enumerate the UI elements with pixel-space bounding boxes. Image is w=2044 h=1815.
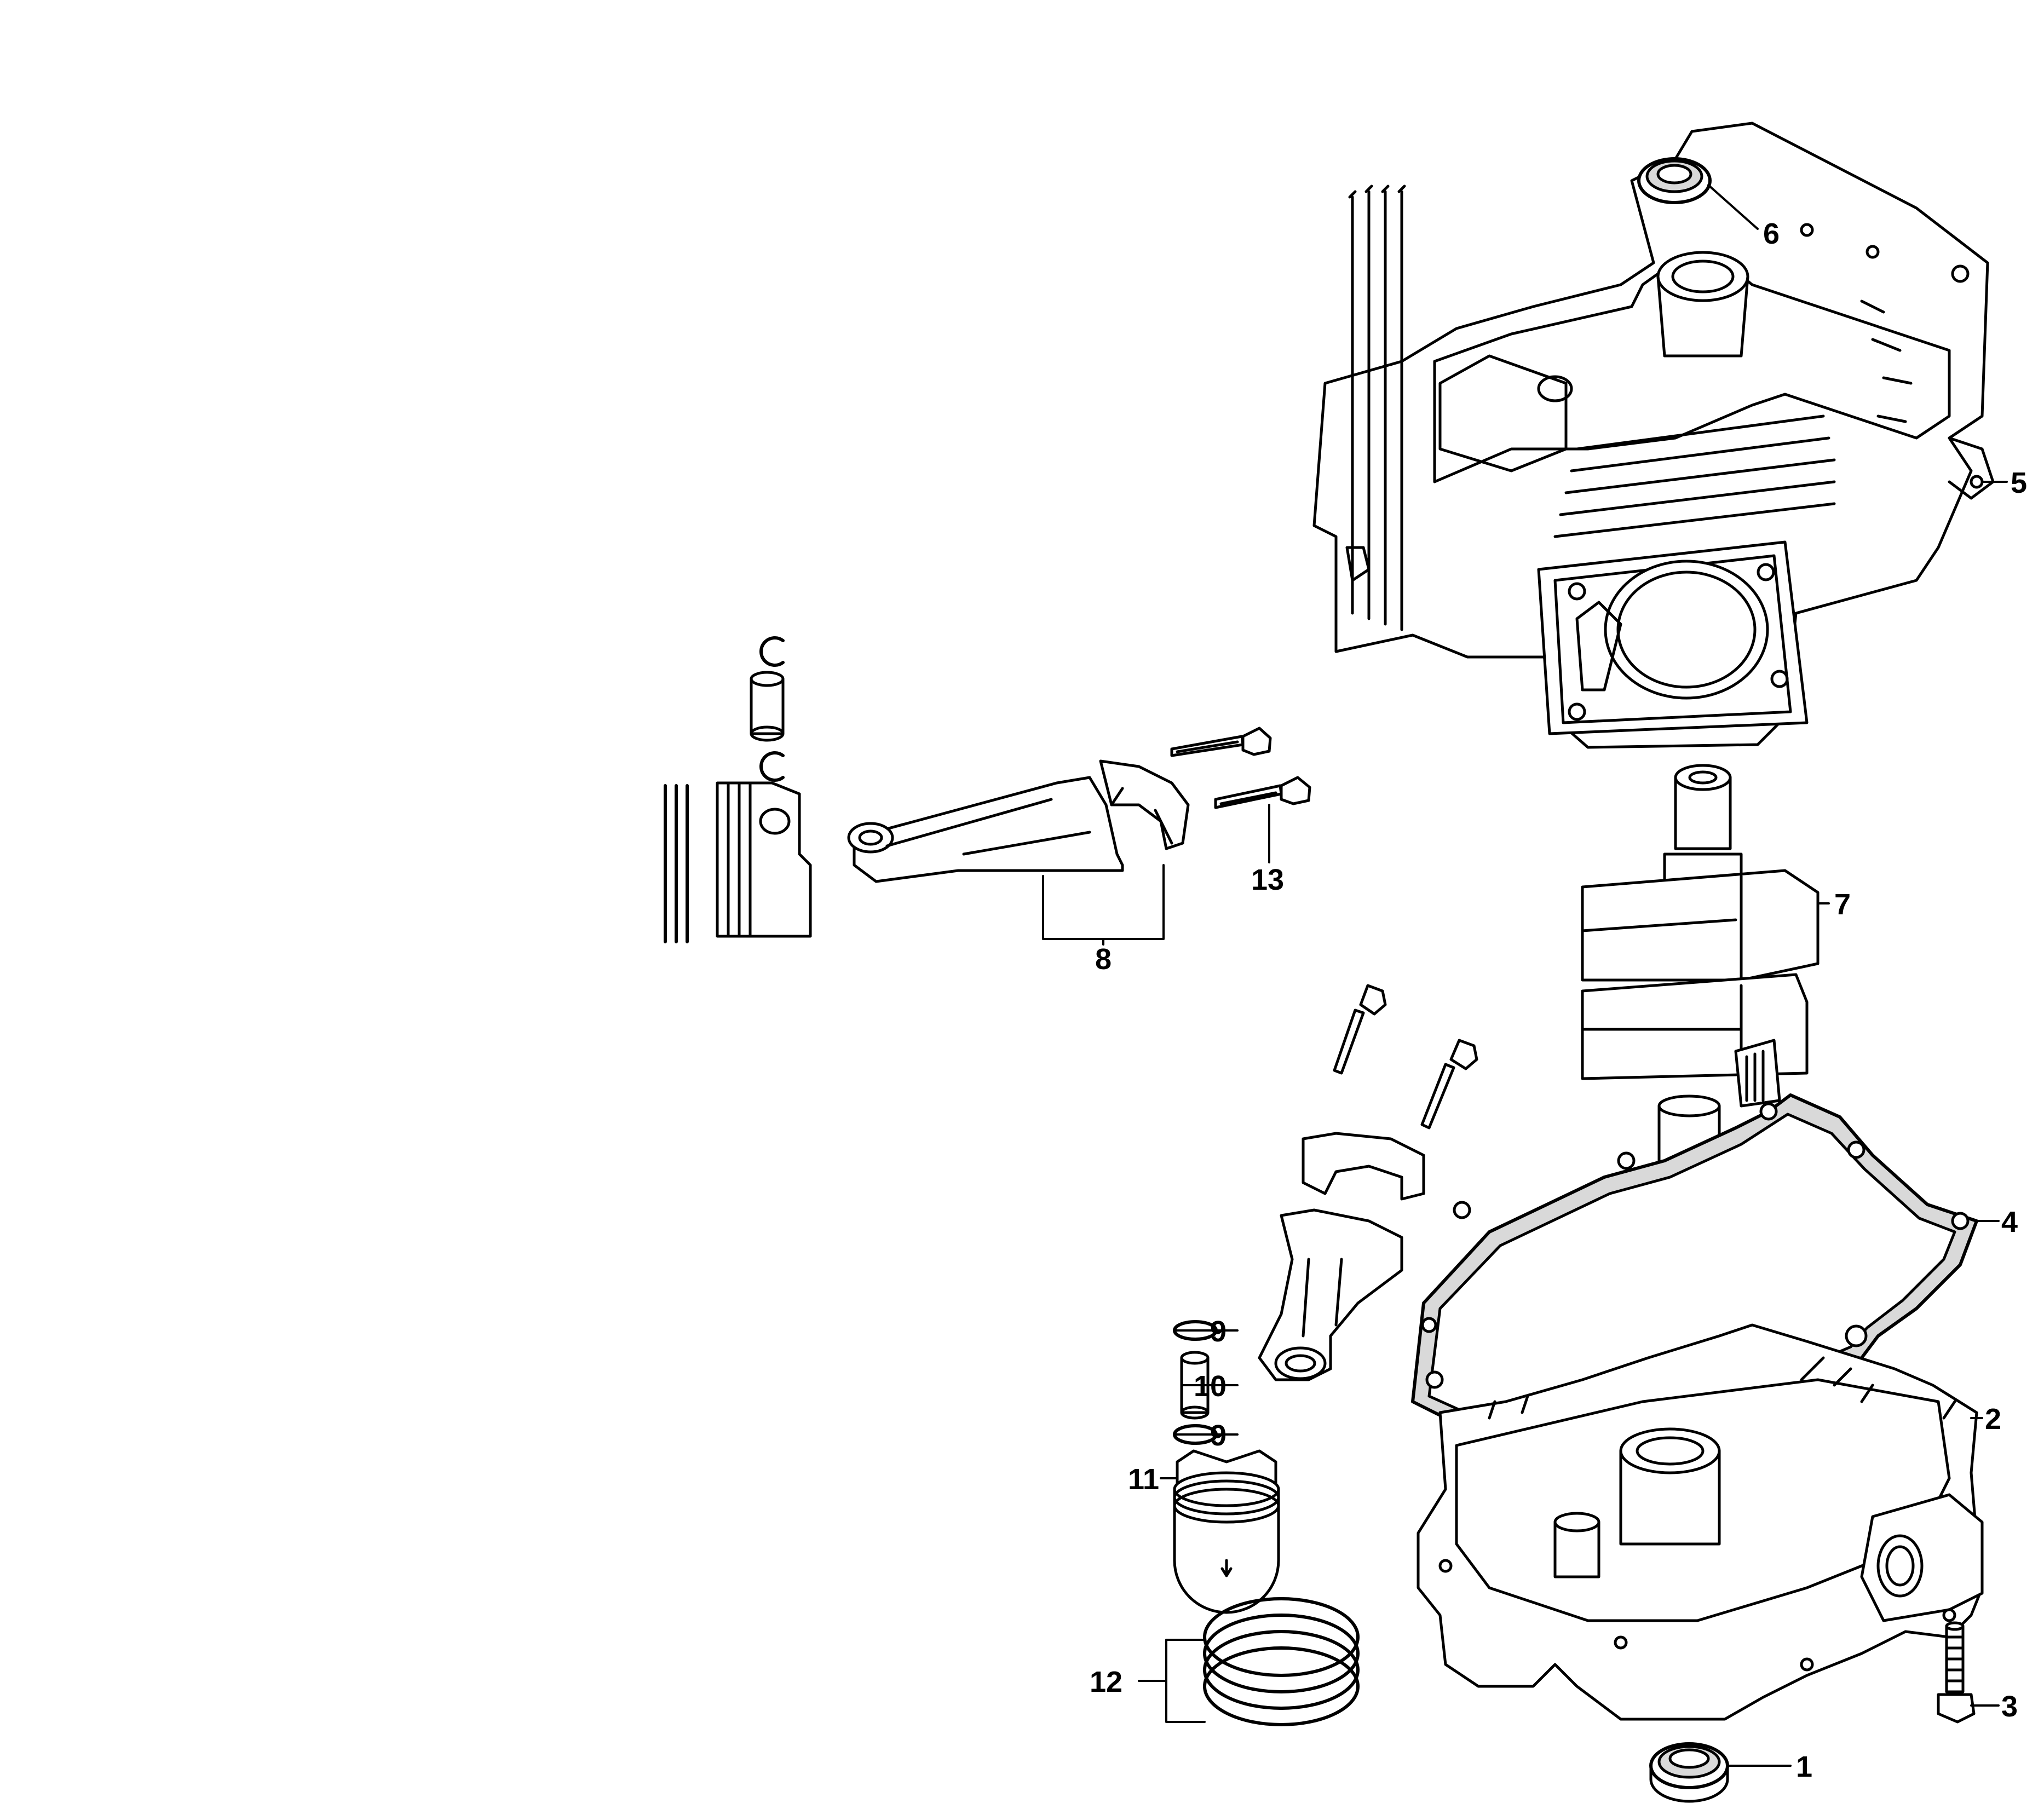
oil-seal-bottom: [1649, 1742, 1729, 1803]
callout-11: 11: [1128, 1463, 1160, 1496]
crankcase-cover: [1417, 1323, 1984, 1721]
connecting-rod-lower: [1258, 984, 1478, 1381]
callout-1: 1: [1796, 1750, 1813, 1783]
engine-block: [1312, 122, 1995, 749]
callout-12: 12: [1090, 1666, 1123, 1698]
leaders-upper: [1042, 804, 1270, 946]
piston-lower: [1173, 1449, 1280, 1614]
callout-9-lower: 9: [1210, 1419, 1227, 1452]
callout-7: 7: [1834, 888, 1851, 921]
oil-seal-top: [1637, 157, 1712, 204]
callout-2: 2: [1985, 1403, 2002, 1436]
callout-9-upper: 9: [1210, 1315, 1227, 1348]
bolt-3: [1937, 1621, 1976, 1724]
leader-lines: [1138, 184, 2008, 1767]
callout-8: 8: [1095, 943, 1112, 976]
piston-rings-lower: [1203, 1597, 1360, 1726]
callout-6: 6: [1763, 217, 1780, 250]
connecting-rod-upper: [847, 759, 1190, 883]
bolts-upper: [1170, 727, 1311, 809]
callout-5: 5: [2011, 466, 2028, 499]
callout-13: 13: [1251, 863, 1285, 896]
callout-4: 4: [2001, 1206, 2018, 1238]
callout-10: 10: [1194, 1370, 1227, 1403]
crankshaft: [1581, 764, 1820, 1331]
callout-3: 3: [2001, 1690, 2018, 1723]
piston-assembly-upper: [664, 636, 812, 943]
